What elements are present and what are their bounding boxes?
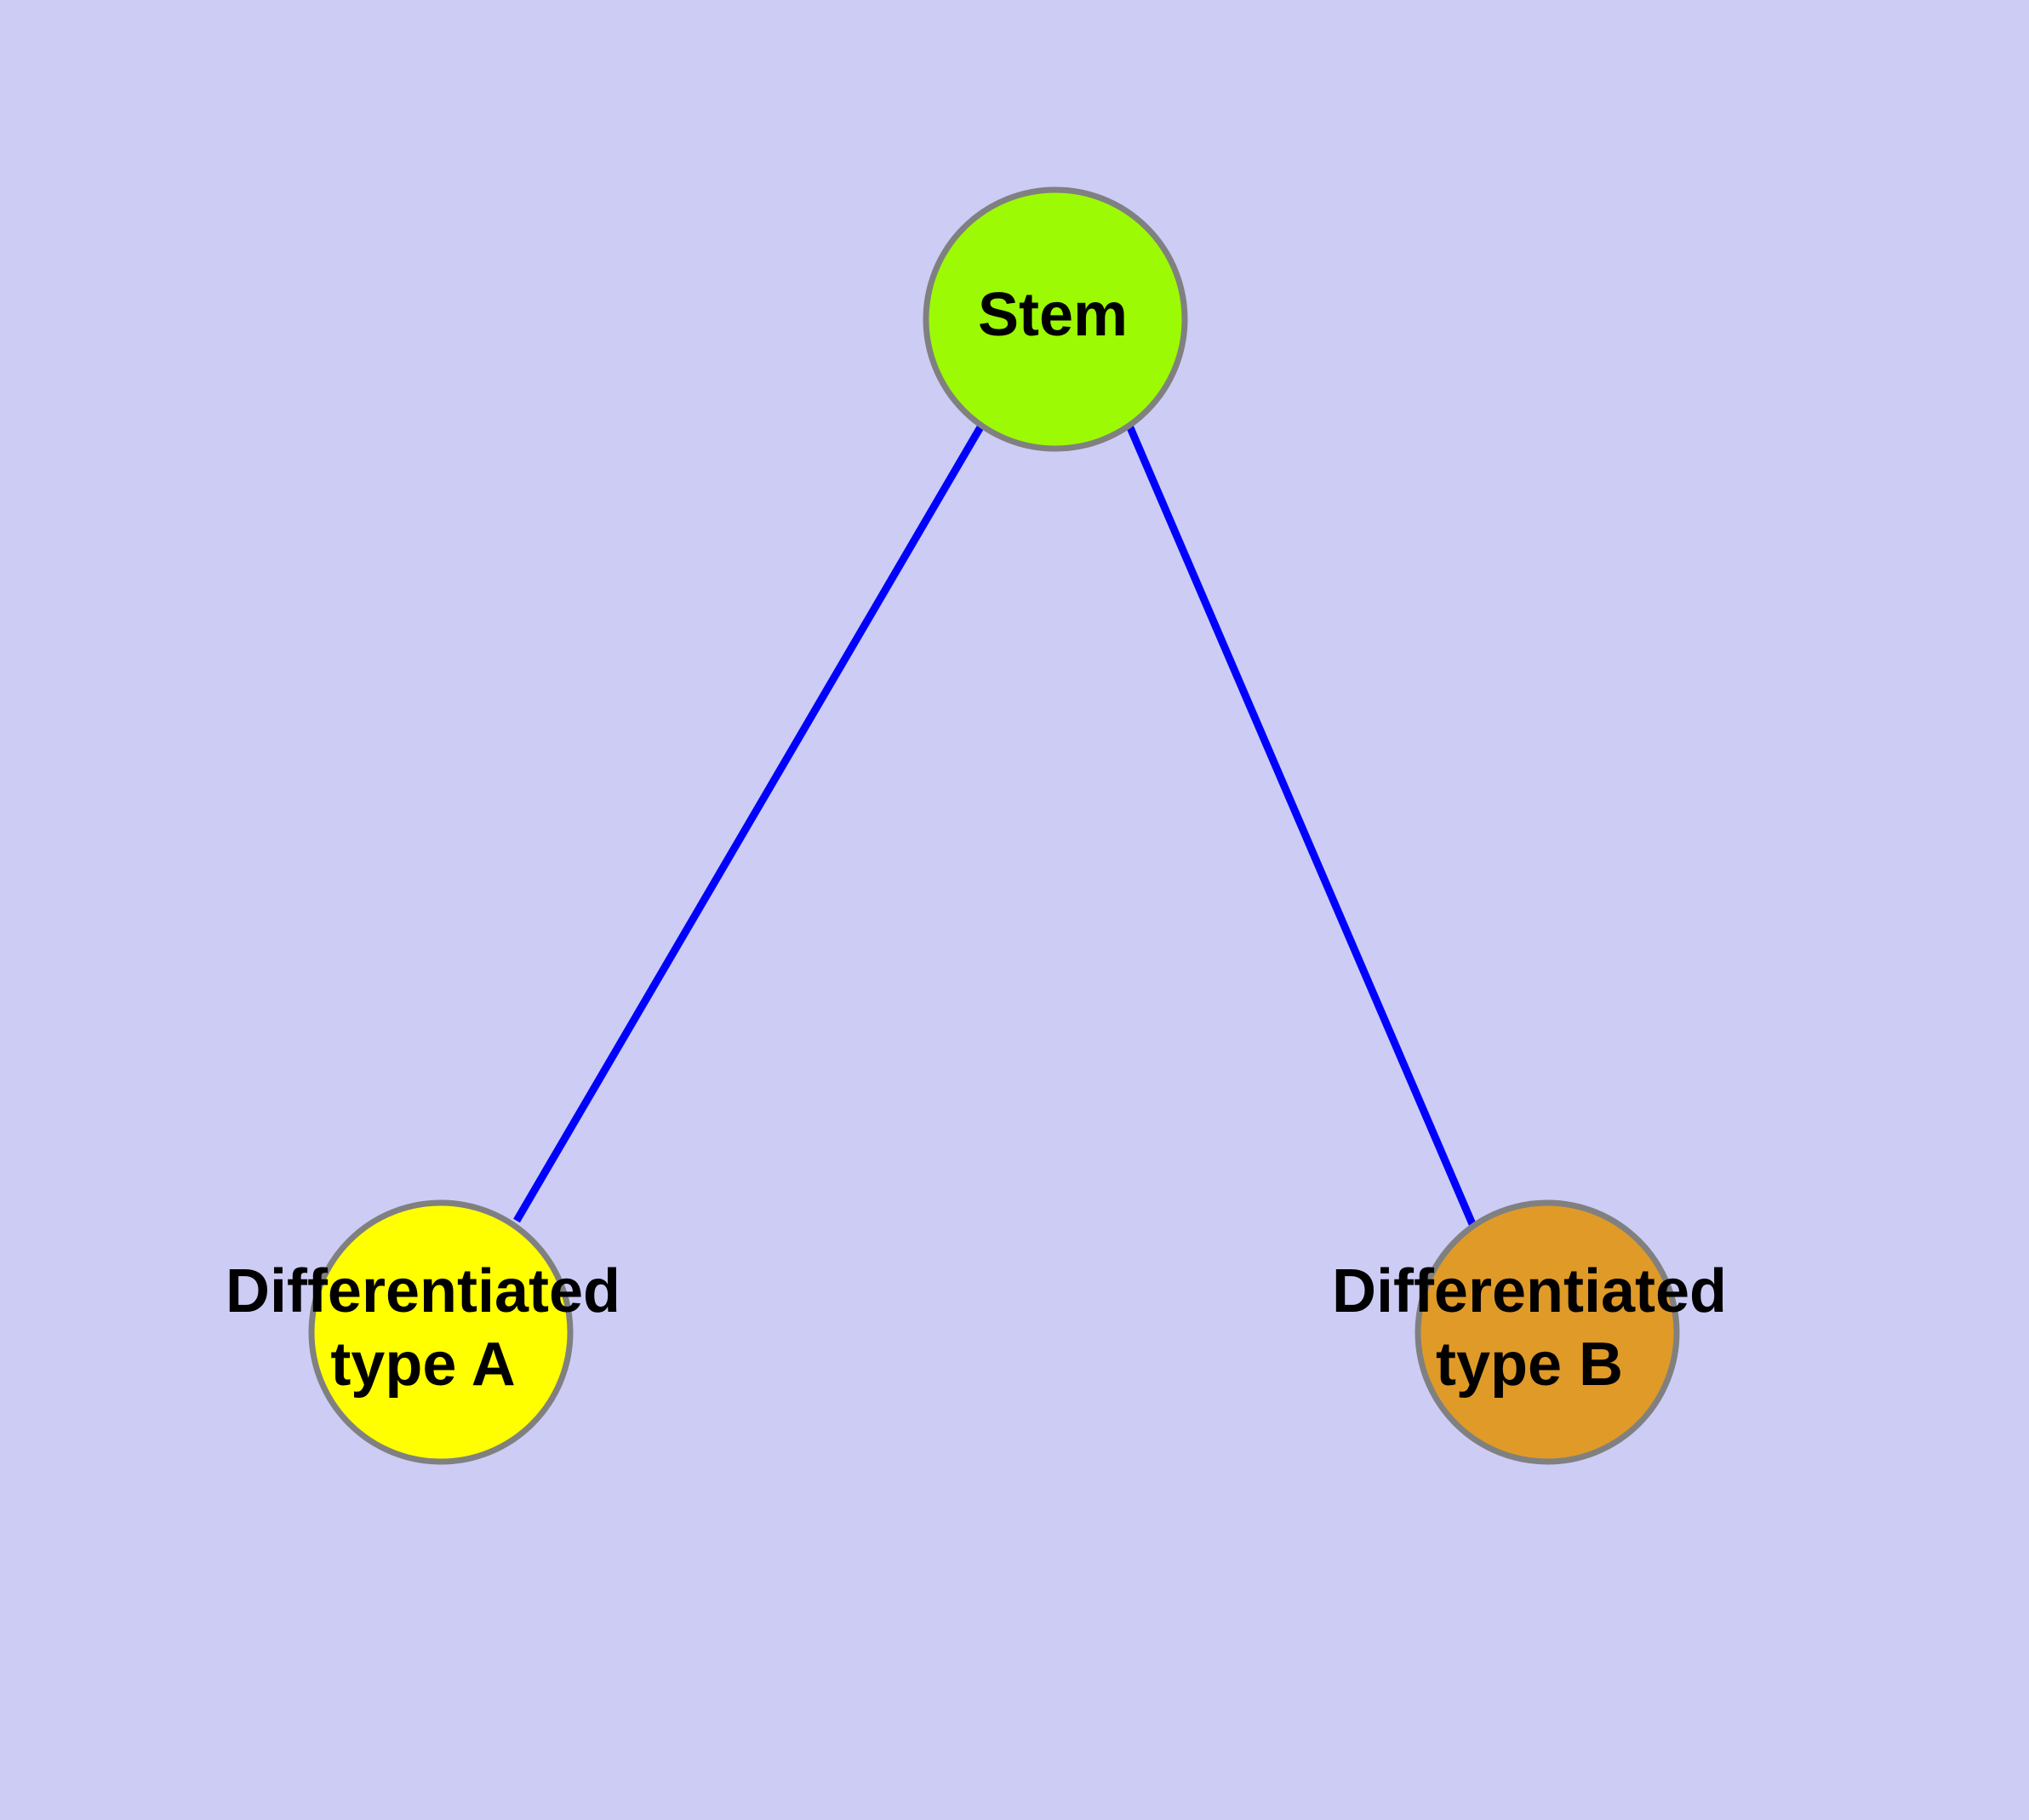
graph-node-diff_a[interactable] <box>308 1199 574 1465</box>
label-line: type A <box>330 1331 515 1399</box>
edges-layer <box>513 423 1477 1226</box>
label-line: Stem <box>978 281 1128 349</box>
label-line: Differentiated <box>1332 1257 1727 1325</box>
nodes-layer <box>308 186 1680 1465</box>
label-line: Differentiated <box>226 1257 620 1325</box>
graph-node-label-stem: Stem <box>978 281 1128 349</box>
graph-node-stem[interactable] <box>923 186 1188 452</box>
graph-node-diff_b[interactable] <box>1415 1199 1680 1465</box>
graph-edge <box>1125 424 1477 1226</box>
graph-edge <box>513 423 985 1223</box>
label-line: type B <box>1436 1331 1623 1399</box>
